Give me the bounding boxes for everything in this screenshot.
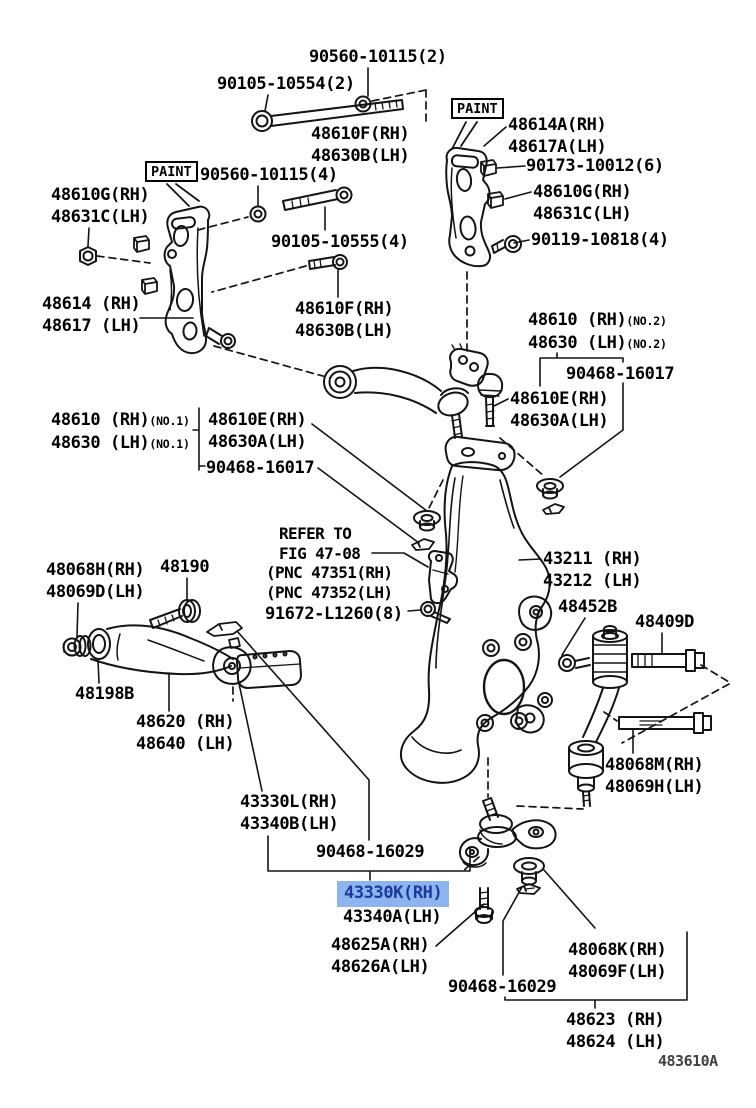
part-label-48614a[interactable]: 48614A(RH)48617A(LH) — [508, 115, 607, 157]
bracket-48614a — [445, 146, 491, 268]
bolt-left-bracket-bottom — [205, 327, 236, 349]
part-label-90468-16017-right[interactable]: 90468-16017 — [566, 364, 675, 384]
part-label-90560-10115-4[interactable]: 90560-10115(4) — [200, 165, 338, 185]
nut-48610g-right — [487, 191, 504, 209]
part-label-48625a[interactable]: 48625A(RH)48626A(LH) — [331, 935, 430, 977]
part-label-43211[interactable]: 43211 (RH)43212 (LH) — [543, 549, 642, 591]
stabilizer-link-lower — [568, 687, 620, 807]
washer-90560-top — [354, 95, 372, 113]
nut-48068h — [62, 637, 82, 657]
upper-arm-end-no2 — [449, 343, 489, 387]
part-label-48620[interactable]: 48620 (RH)48640 (LH) — [136, 712, 235, 754]
part-label-90468-16017-left[interactable]: 90468-16017 — [206, 458, 315, 478]
ball-joint-no2 — [477, 372, 504, 427]
nut-90173-10012 — [480, 159, 497, 177]
bolt-48610f-mid — [308, 254, 348, 270]
part-label-48610e-left[interactable]: 48610E(RH)48630A(LH) — [208, 410, 307, 452]
part-label-48068m[interactable]: 48068M(RH)48069H(LH) — [605, 755, 704, 797]
part-label-48610g-left[interactable]: 48610G(RH)48631C(LH) — [51, 185, 150, 227]
bolt-91672 — [420, 601, 451, 624]
part-label-48614[interactable]: 48614 (RH)48617 (LH) — [42, 294, 141, 336]
part-label-48409d[interactable]: 48409D — [635, 612, 695, 632]
lower-control-arm-48620 — [73, 621, 302, 689]
paint-tag-left: PAINT — [145, 161, 198, 182]
lower-ball-joint-43330k — [458, 797, 557, 868]
dashed-construction-lines — [96, 89, 730, 872]
part-label-48190[interactable]: 48190 — [160, 557, 210, 577]
part-label-48068h[interactable]: 48068H(RH)48069D(LH) — [46, 560, 145, 602]
part-label-90468-16029-lower[interactable]: 90468-16029 — [448, 977, 557, 997]
part-label-43340a[interactable]: 43340A(LH) — [343, 907, 442, 927]
paint-pointer-lines — [166, 121, 478, 207]
part-label-48610-no2[interactable]: 48610 (RH)(NO.2) 48630 (LH)(NO.2) — [528, 310, 667, 353]
part-label-48610-no1[interactable]: 48610 (RH)(NO.1) 48630 (LH)(NO.1) — [51, 410, 190, 453]
refer-note: REFER TO FIG 47-08 (PNC 47351(RH) (PNC 4… — [266, 524, 393, 602]
clip-left — [411, 538, 435, 551]
part-label-48610e-right[interactable]: 48610E(RH)48630A(LH) — [510, 389, 609, 431]
bolt-48409d — [631, 649, 705, 672]
bolt-48068m — [618, 712, 712, 734]
part-label-48610f-top[interactable]: 48610F(RH)48630B(LH) — [311, 124, 410, 166]
part-label-91672-l1260[interactable]: 91672-L1260(8) — [265, 604, 403, 624]
bolt-90119-10818 — [491, 235, 522, 254]
retainer-washer-48068k — [513, 857, 545, 890]
bolt-48610f-upper — [282, 186, 353, 211]
bolt-48625a — [474, 887, 494, 924]
leader-lines — [76, 67, 688, 1009]
washer-90468-16017-left — [413, 510, 441, 532]
part-label-90105-10554[interactable]: 90105-10554(2) — [217, 74, 355, 94]
part-label-43330l[interactable]: 43330L(RH)43340B(LH) — [240, 792, 339, 834]
steering-knuckle-43211 — [399, 435, 553, 784]
part-label-43330k[interactable]: 43330K(RH) — [337, 881, 450, 907]
part-label-48623[interactable]: 48623 (RH)48624 (LH) — [566, 1010, 665, 1052]
part-label-48610g-right[interactable]: 48610G(RH)48631C(LH) — [533, 182, 632, 224]
part-label-90119-10818[interactable]: 90119-10818(4) — [531, 230, 669, 250]
part-label-90468-16029-upper[interactable]: 90468-16029 — [316, 842, 425, 862]
drawing-code: 483610A — [658, 1052, 718, 1070]
part-label-48610f-mid[interactable]: 48610F(RH)48630B(LH) — [295, 299, 394, 341]
clip-right — [542, 503, 565, 515]
part-label-48452b[interactable]: 48452B — [558, 597, 618, 617]
part-label-90105-10555[interactable]: 90105-10555(4) — [271, 232, 409, 252]
washer-90468-16017-right — [536, 478, 564, 500]
nut-48610g-left — [79, 246, 97, 266]
part-label-48198b[interactable]: 48198B — [75, 684, 135, 704]
clip-nuts-left-bracket — [133, 235, 158, 295]
part-label-48068k[interactable]: 48068K(RH)48069F(LH) — [568, 940, 667, 982]
bracket-48614 — [163, 205, 211, 355]
washer-90560-left — [249, 205, 267, 223]
bolt-90105-10554 — [251, 99, 404, 132]
upper-control-arm — [323, 365, 469, 439]
part-label-90560-10115-2[interactable]: 90560-10115(2) — [309, 47, 447, 67]
part-label-90173-10012[interactable]: 90173-10012(6) — [526, 156, 664, 176]
clamp-refer-fig — [427, 550, 459, 605]
clip-lower — [516, 883, 541, 895]
paint-tag-right: PAINT — [451, 98, 504, 119]
link-48452b — [558, 625, 628, 689]
bolt-48190 — [149, 599, 201, 629]
